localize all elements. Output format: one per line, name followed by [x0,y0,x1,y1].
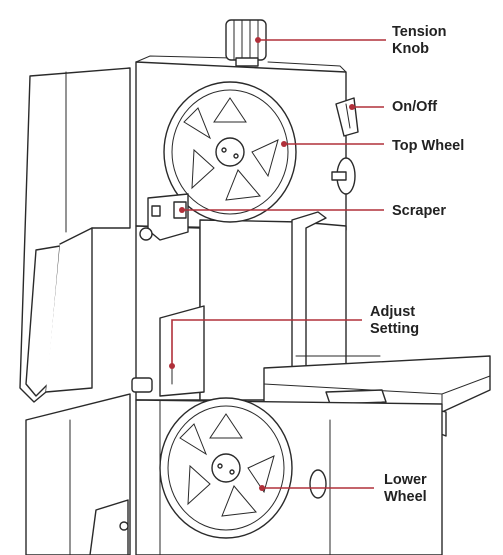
tension-knob [226,20,266,66]
leader-dot-tension-knob [255,37,261,43]
leader-dot-scraper [179,207,185,213]
lower-wheel [160,398,292,538]
blade-guide-knob [132,378,152,392]
label-lower-wheel: Lower Wheel [384,472,427,506]
label-on-off: On/Off [392,99,437,116]
label-adjust-setting: Adjust Setting [370,304,419,338]
label-scraper: Scraper [392,203,446,220]
label-tension-knob: Tension Knob [392,24,447,58]
leader-dot-lower-wheel [259,485,265,491]
lower-adjust-knob [310,470,326,498]
lower-door [26,394,130,555]
leader-dot-adjust-setting [169,363,175,369]
leader-dot-top-wheel [281,141,287,147]
leader-dot-on-off [349,104,355,110]
label-top-wheel: Top Wheel [392,138,464,155]
left-door [20,68,130,402]
